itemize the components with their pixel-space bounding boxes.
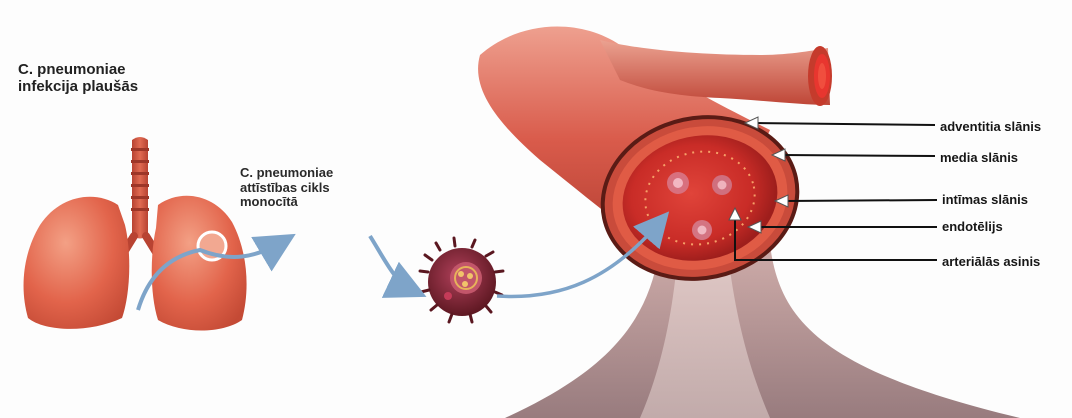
endothelium-label: endotēlijs <box>942 220 1003 235</box>
development-cycle-line-2: attīstības cikls <box>240 181 333 196</box>
media-label: media slānis <box>940 151 1018 166</box>
intima-label: intīmas slānis <box>942 193 1028 208</box>
lung-infection-title-line-1: C. pneumoniae <box>18 62 138 79</box>
development-cycle-line-1: C. pneumoniae <box>240 166 333 181</box>
arterial-blood-label: arteriālās asinis <box>942 255 1040 270</box>
lung-infection-title: C. pneumoniae infekcija plaušās <box>18 62 138 96</box>
development-cycle-title: C. pneumoniae attīstības cikls monocītā <box>240 166 333 210</box>
adventitia-label: adventitia slānis <box>940 120 1041 135</box>
monocyte-cell <box>420 238 503 322</box>
lung-infection-title-line-2: infekcija plaušās <box>18 79 138 96</box>
arrow-down-to-monocyte <box>370 236 412 290</box>
artery-illustration <box>478 27 832 299</box>
lungs-illustration <box>24 137 247 331</box>
development-cycle-line-3: monocītā <box>240 195 333 210</box>
